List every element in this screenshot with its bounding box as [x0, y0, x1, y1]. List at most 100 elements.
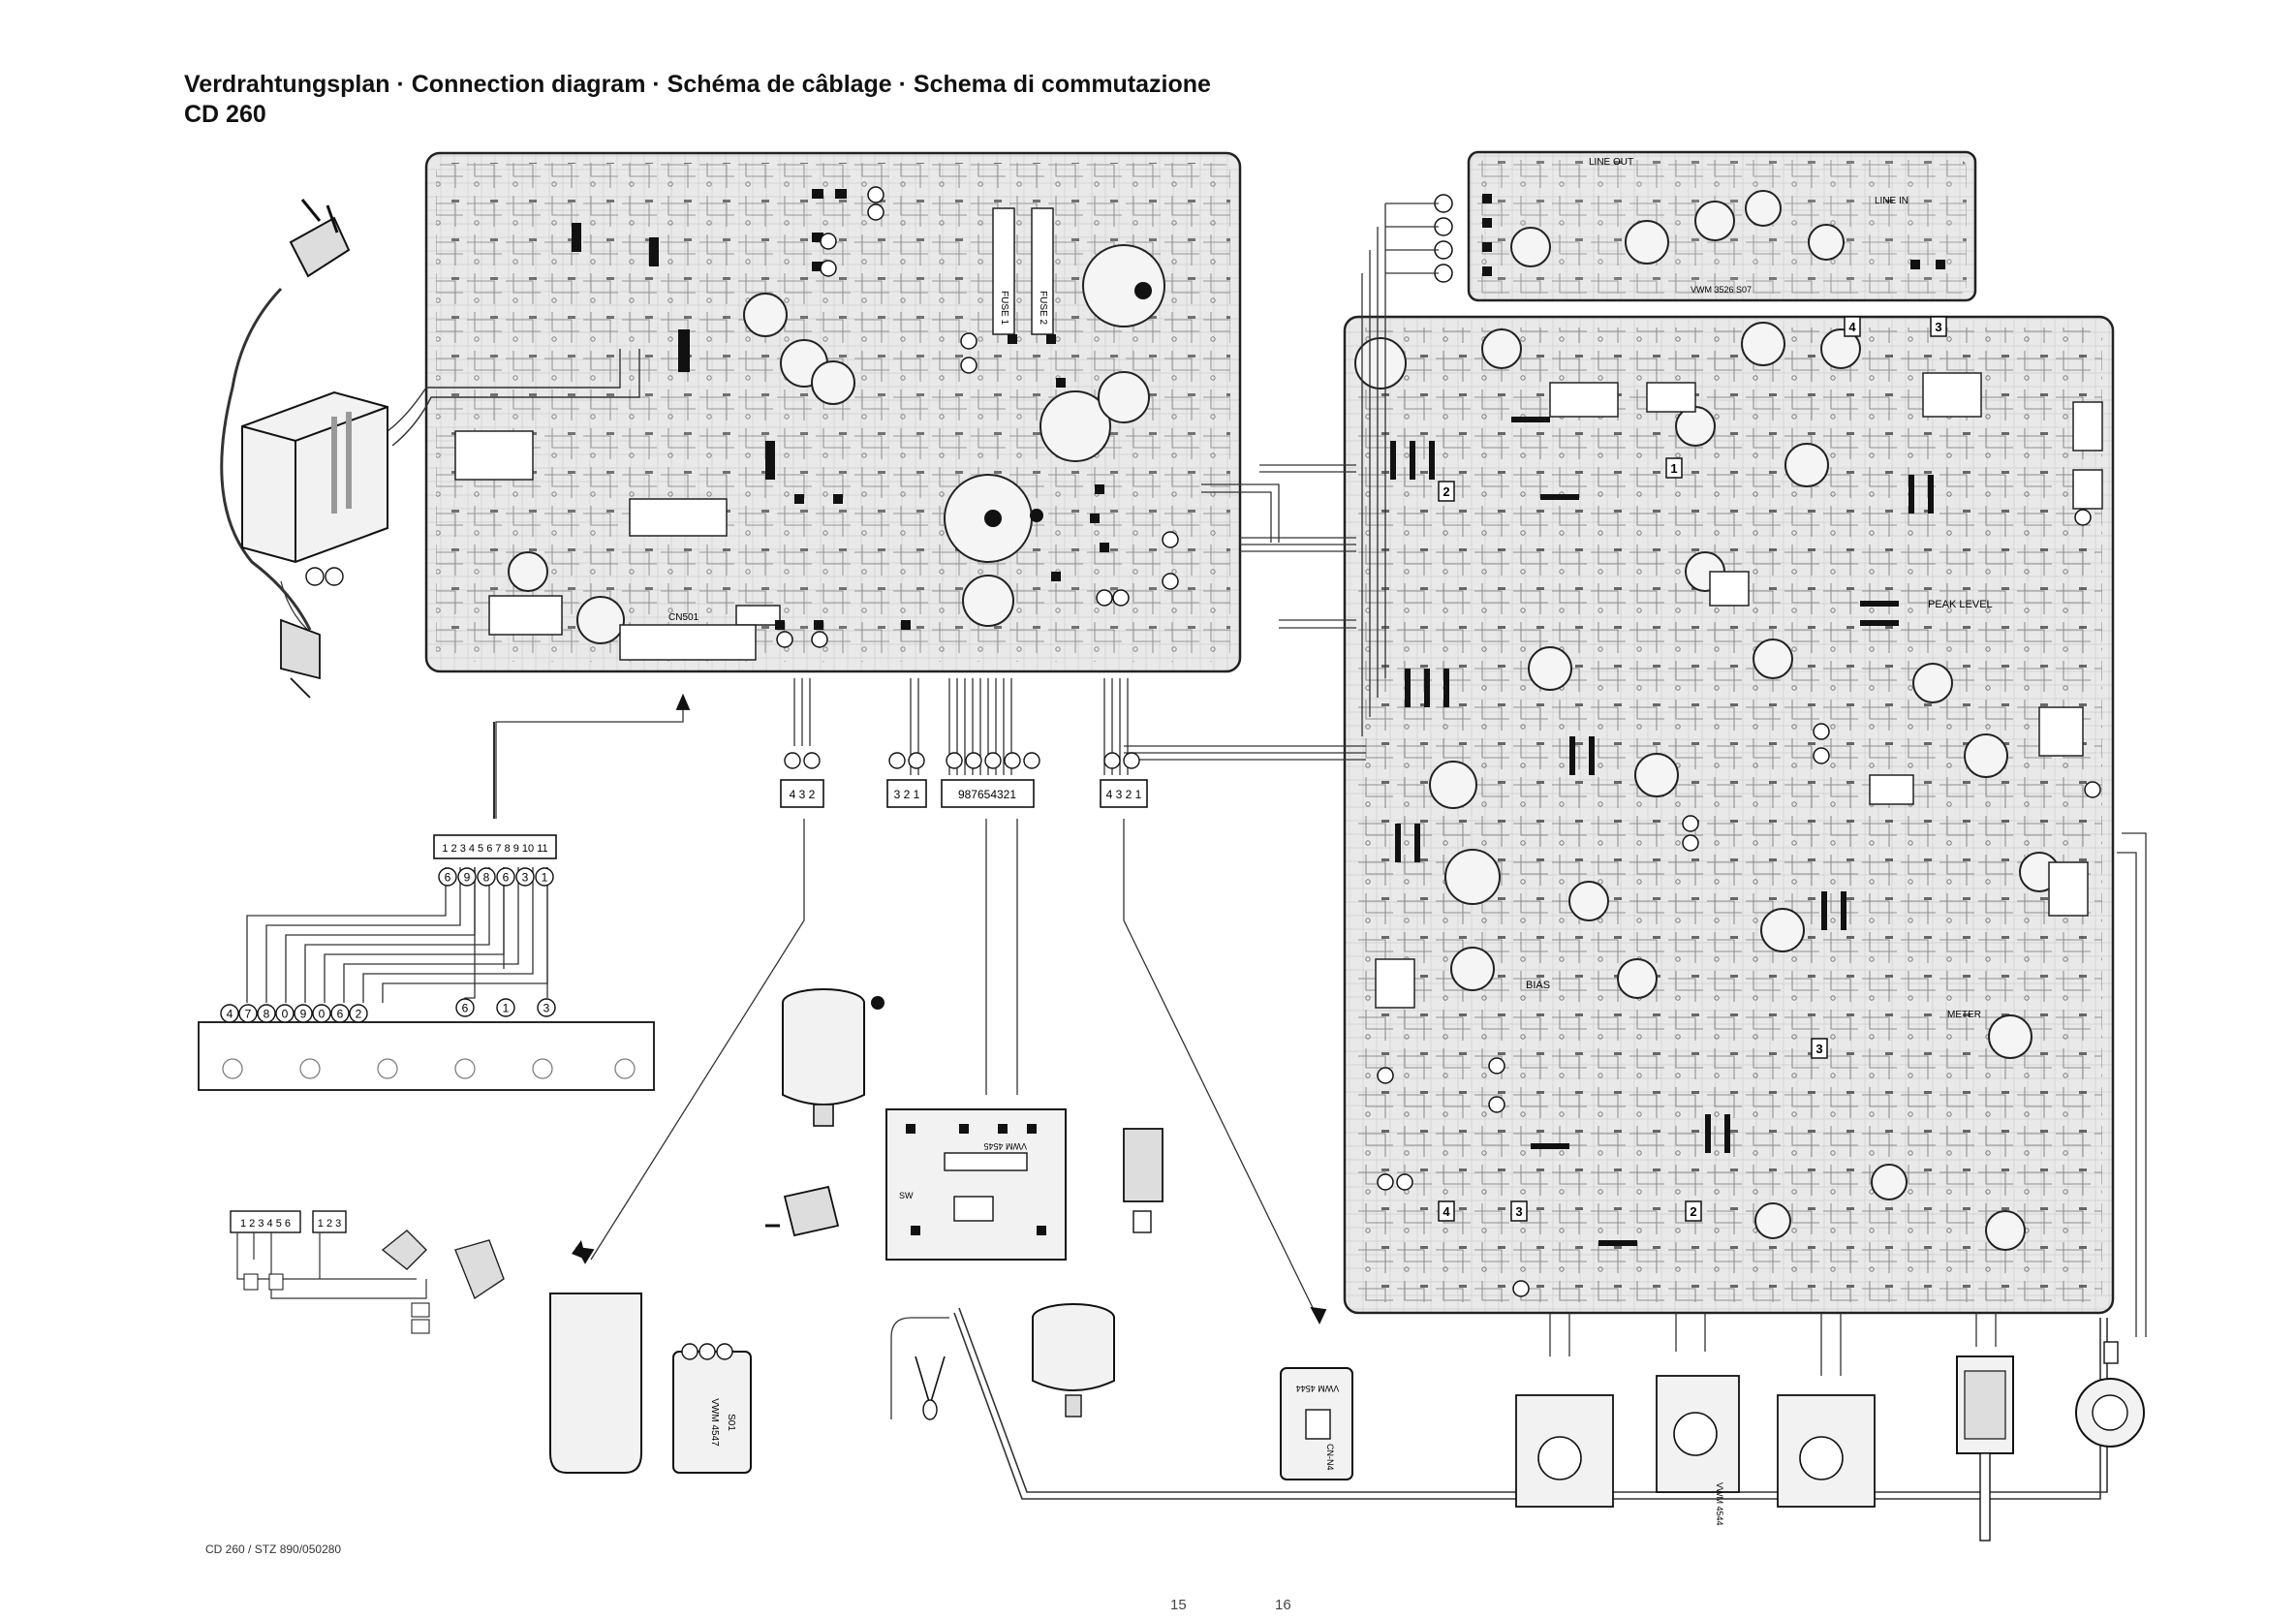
strip-pins: 1 2 3 4 5 6 7 8 9 10 11	[442, 843, 547, 855]
flow-arrows	[493, 693, 1327, 1325]
panel-right-label: 6	[462, 1002, 469, 1015]
marker-3a: 3	[1935, 320, 1941, 334]
strip-wire-label: 3	[522, 871, 529, 885]
panel-wire-label: 6	[337, 1008, 344, 1021]
marker-2b: 2	[1690, 1204, 1696, 1219]
document-reference: CD 260 / STZ 890/050280	[205, 1542, 342, 1556]
panel-wire-label-circle	[294, 1004, 313, 1023]
plug-a-pins: 4 3 2	[790, 788, 816, 801]
head-code: VWM 4547	[709, 1398, 720, 1447]
switch-assembly	[1123, 1128, 1164, 1233]
jack-board-code: VWM 4544	[1296, 1384, 1340, 1393]
strip-wire-label: 9	[464, 871, 471, 885]
jack-board: VWM 4544 CN-N4	[1280, 1367, 1353, 1480]
panel-right-label: 1	[503, 1002, 510, 1015]
panel-right-label-circle	[455, 998, 475, 1017]
input-jack-boards: VWM 4544	[1515, 1375, 1876, 1526]
input-jack-code: VWM 4544	[1715, 1482, 1724, 1526]
mains-socket-icon	[280, 567, 344, 699]
line-out-label: LINE OUT	[1589, 157, 1633, 168]
strip-wire-label-circle	[438, 867, 457, 887]
marker-1a: 1	[1670, 461, 1677, 476]
solenoid	[765, 1185, 840, 1237]
page-number-right: 16	[1275, 1597, 1291, 1613]
line-board-code: VWM 3526 S07	[1691, 285, 1752, 295]
plug-d-pins: 4 3 2 1	[1106, 788, 1142, 801]
mains-plug-icon	[289, 199, 351, 278]
motor-assembly	[782, 988, 884, 1127]
line-io-board: LINE OUT LINE IN VWM 3526 S07	[1467, 150, 1977, 302]
plug-connectors: 4 3 2 3 2 1 987654321 4 3 2 1	[780, 752, 1148, 808]
strip-wire-label-circle	[457, 867, 477, 887]
level-potentiometer	[1956, 1355, 2014, 1542]
panel-right-label: 3	[543, 1002, 550, 1015]
small-connector-group: 1 2 3 4 5 6 1 2 3	[230, 1210, 505, 1334]
erase-head	[549, 1240, 642, 1474]
panel-wire-label: 0	[282, 1008, 289, 1021]
strip-wire-label: 8	[483, 871, 490, 885]
power-supply-board: FUSE 1 FUSE 2 CN501	[424, 151, 1242, 673]
marker-4a: 4	[1848, 320, 1856, 334]
panel-right-labels: 6 1 3	[455, 998, 556, 1017]
panel-wire-label: 8	[264, 1008, 270, 1021]
small-conn-b-pins: 1 2 3	[318, 1218, 341, 1230]
strip-wire-label-circle	[477, 867, 496, 887]
panel-wire-label: 0	[319, 1008, 326, 1021]
fuse-2-label: FUSE 2	[1038, 291, 1048, 325]
strip-wire-label-circle	[535, 867, 554, 887]
panel-wire-label-circle	[275, 1004, 295, 1023]
power-board-markers	[776, 186, 1179, 648]
panel-wire-label: 4	[227, 1008, 233, 1021]
strip-wire-label: 6	[503, 871, 510, 885]
panel-right-label-circle	[496, 998, 515, 1017]
marker-3b: 3	[1815, 1042, 1822, 1056]
page-number-left: 15	[1170, 1597, 1187, 1613]
strip-wire-label-circle	[515, 867, 535, 887]
strip-wire-label-circle	[496, 867, 515, 887]
panel-wire-label: 7	[245, 1008, 252, 1021]
panel-wire-label-circle	[238, 1004, 258, 1023]
marker-4b: 4	[1443, 1204, 1450, 1219]
title-line-2: CD 260	[184, 101, 266, 128]
strip-wire-label: 6	[445, 871, 451, 885]
motor-board-code: VWM 4545	[983, 1141, 1027, 1151]
cn501-label: CN501	[668, 612, 699, 623]
din-socket	[2075, 1341, 2145, 1448]
marker-3c: 3	[1515, 1204, 1522, 1219]
panel-right-label-circle	[537, 998, 556, 1017]
line-board-markers	[1434, 194, 1453, 283]
jack-label: CN-N4	[1325, 1444, 1335, 1471]
meter-label: METER	[1947, 1010, 1981, 1020]
tape-head: VWM 4547 S01	[672, 1343, 752, 1474]
panel-wire-label-circle	[220, 1004, 239, 1023]
main-audio-board: PEAK LEVEL BIAS METER	[1343, 315, 2115, 1315]
line-in-label: LINE IN	[1875, 196, 1908, 206]
panel-wire-label-circle	[312, 1004, 331, 1023]
panel-wire-label-circle	[349, 1004, 368, 1023]
fuse-1-label: FUSE 1	[999, 291, 1009, 325]
transformer	[241, 390, 388, 564]
capstan-motor	[1032, 1303, 1115, 1418]
title-line-1: Verdrahtungsplan · Connection diagram · …	[184, 71, 1211, 98]
sensor-lamp	[915, 1355, 946, 1420]
plug-c-pins: 987654321	[958, 788, 1016, 801]
sw-label: SW	[899, 1191, 914, 1200]
peak-level-label: PEAK LEVEL	[1928, 599, 1993, 610]
diagram-title: Verdrahtungsplan · Connection diagram · …	[184, 70, 1211, 130]
small-conn-a-pins: 1 2 3 4 5 6	[240, 1218, 291, 1230]
panel-wire-label-circle	[330, 1004, 350, 1023]
motor-control-board: VWM 4545 SW	[885, 1108, 1067, 1261]
panel-wire-label: 9	[300, 1008, 307, 1021]
head-sub: S01	[726, 1414, 736, 1431]
bias-label: BIAS	[1526, 980, 1550, 991]
strip-wire-label: 1	[542, 871, 548, 885]
marker-2a: 2	[1443, 484, 1449, 499]
panel-wire-label: 2	[356, 1008, 362, 1021]
plug-b-pins: 3 2 1	[894, 788, 920, 801]
panel-wire-label-circle	[257, 1004, 276, 1023]
